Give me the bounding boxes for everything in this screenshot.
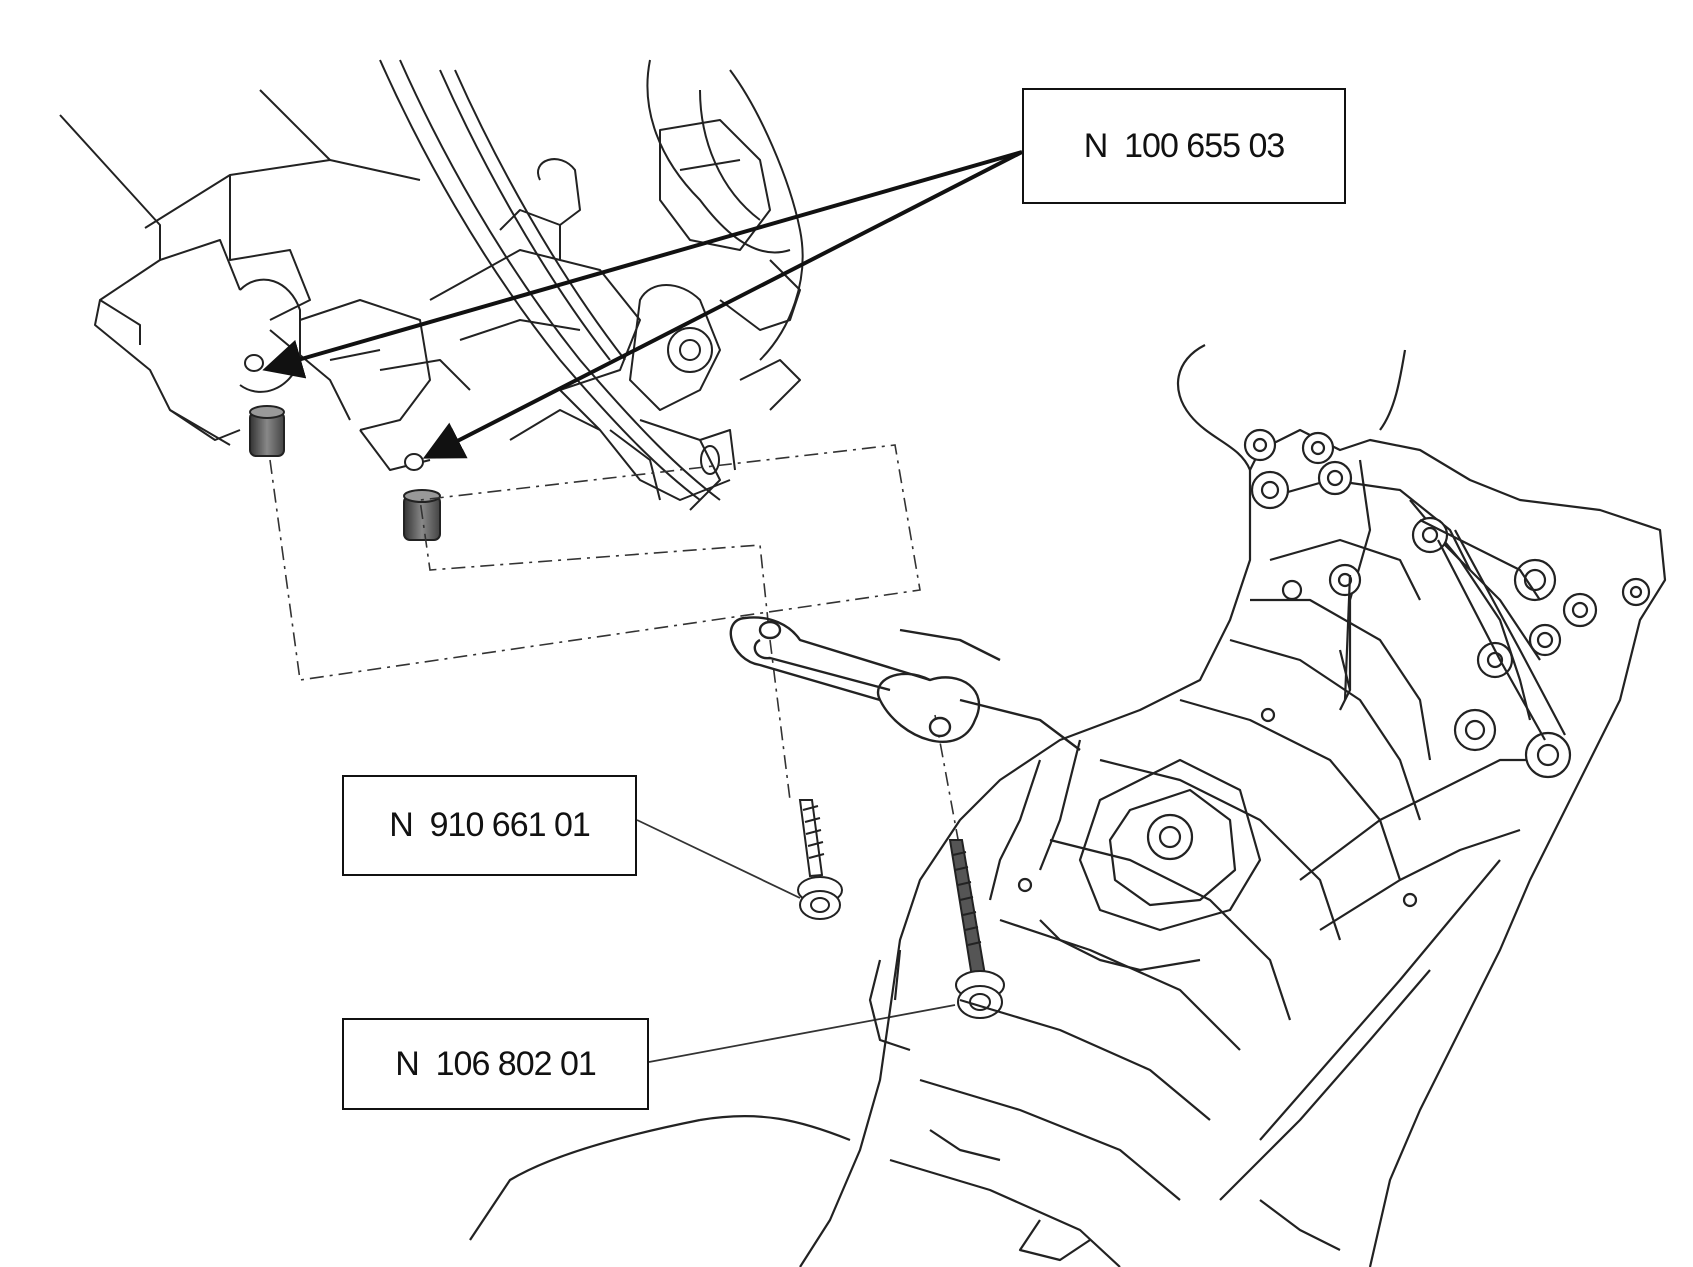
- subframe: [469, 344, 1667, 1267]
- part-number-label: N 910 661 01: [389, 806, 591, 844]
- mount-hole-right: [404, 453, 424, 471]
- part-number-label: N 106 802 01: [395, 1044, 597, 1083]
- leader-lines-bottom: [636, 819, 956, 1063]
- subframe-strut: [1343, 519, 1566, 741]
- mount-holes: [244, 354, 424, 471]
- part-callout-middle: N 910 661 01: [342, 775, 637, 876]
- part-callout-bottom: N 106 802 01: [342, 1018, 649, 1110]
- subframe-bushings: [1017, 428, 1651, 908]
- mount-hole-left: [244, 354, 264, 372]
- nut-left: [249, 405, 285, 457]
- part-number-label: N 100 655 03: [1083, 126, 1286, 165]
- gearbox-housing: [59, 59, 804, 511]
- alignment-lines: [269, 444, 961, 851]
- leader-arrows-top: [262, 150, 1023, 459]
- bolt-short: [797, 799, 843, 920]
- bolt-long: [948, 839, 1005, 1019]
- torque-rod: [729, 616, 1081, 751]
- part-callout-top: N 100 655 03: [1022, 88, 1346, 204]
